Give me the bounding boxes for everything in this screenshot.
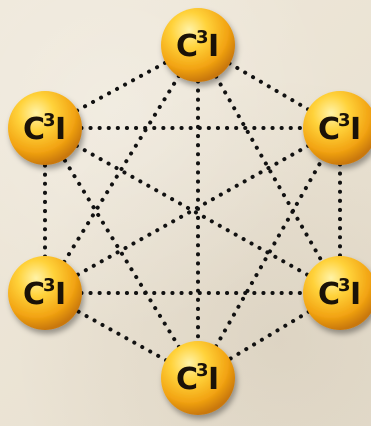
node-upper-left: C 3 I — [8, 91, 82, 165]
svg-text:C: C — [23, 277, 45, 312]
svg-text:C: C — [318, 112, 340, 147]
edge — [45, 128, 340, 293]
svg-text:I: I — [208, 362, 219, 397]
svg-text:C: C — [176, 29, 198, 64]
svg-text:3: 3 — [338, 110, 351, 131]
svg-text:C: C — [23, 112, 45, 147]
svg-text:C: C — [176, 362, 198, 397]
svg-text:3: 3 — [196, 360, 209, 381]
node-bottom: C 3 I — [161, 341, 235, 415]
edge — [45, 128, 340, 293]
node-lower-right: C 3 I — [303, 256, 371, 330]
edges — [45, 45, 340, 378]
svg-text:I: I — [55, 112, 66, 147]
svg-text:3: 3 — [338, 275, 351, 296]
svg-text:C: C — [318, 277, 340, 312]
svg-text:I: I — [55, 277, 66, 312]
svg-text:I: I — [350, 277, 361, 312]
node-lower-left: C 3 I — [8, 256, 82, 330]
svg-text:3: 3 — [43, 110, 56, 131]
edge — [198, 128, 340, 378]
svg-text:3: 3 — [196, 27, 209, 48]
node-top: C 3 I — [161, 8, 235, 82]
svg-text:I: I — [208, 29, 219, 64]
svg-text:I: I — [350, 112, 361, 147]
node-upper-right: C 3 I — [303, 91, 371, 165]
svg-text:3: 3 — [43, 275, 56, 296]
